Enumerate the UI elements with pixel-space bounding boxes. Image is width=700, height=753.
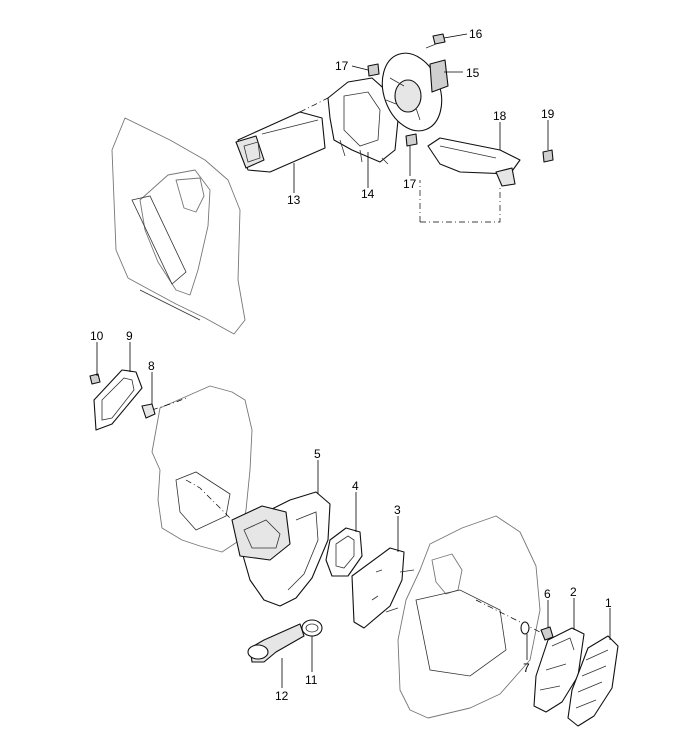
rear-quarter-panel-top (111, 117, 246, 335)
bolt-19 (542, 149, 554, 163)
blower-fan (381, 52, 449, 132)
callout-7: 7 (523, 661, 530, 675)
callout-4: 4 (352, 479, 359, 493)
screw-10 (89, 373, 101, 385)
frame-9 (93, 369, 143, 431)
callout-labels: 1 2 3 4 5 6 7 8 9 10 11 12 13 14 15 16 1… (90, 27, 612, 703)
callout-17-upper: 17 (335, 59, 349, 73)
callout-3: 3 (394, 503, 401, 517)
callout-15: 15 (466, 66, 480, 80)
callout-5: 5 (314, 447, 321, 461)
assembly-line (299, 97, 329, 113)
vent-frame-2 (533, 627, 585, 713)
callout-8: 8 (148, 359, 155, 373)
hose-12 (247, 623, 305, 663)
callout-18: 18 (493, 109, 507, 123)
leader-lines-top (293, 33, 549, 193)
callout-11: 11 (305, 673, 318, 687)
leader-lines-bottom (96, 342, 611, 688)
callout-17-lower: 17 (403, 177, 417, 191)
vent-grille-1 (567, 635, 619, 727)
washer-7 (520, 621, 530, 635)
ring-11 (301, 619, 323, 637)
seal-4 (325, 527, 363, 577)
callout-12: 12 (275, 689, 289, 703)
rear-quarter-panel-right (397, 515, 541, 719)
callout-10: 10 (90, 329, 104, 343)
callout-19: 19 (541, 107, 555, 121)
screw-16 (425, 33, 446, 49)
assembly-line (420, 188, 501, 223)
bracket-18 (427, 137, 521, 187)
plate-3 (351, 547, 415, 629)
air-duct (235, 111, 326, 173)
callout-6: 6 (544, 587, 551, 601)
duct-housing (231, 491, 331, 607)
blower-housing (327, 77, 399, 165)
callout-9: 9 (126, 329, 133, 343)
nut-6 (540, 626, 554, 641)
nut-8 (141, 403, 156, 419)
callout-14: 14 (361, 187, 375, 201)
clip-17-upper (367, 63, 380, 77)
clip-17-lower (405, 133, 418, 147)
callout-16: 16 (469, 27, 483, 41)
callout-2: 2 (570, 585, 577, 599)
callout-1: 1 (605, 596, 612, 610)
callout-13: 13 (287, 193, 301, 207)
